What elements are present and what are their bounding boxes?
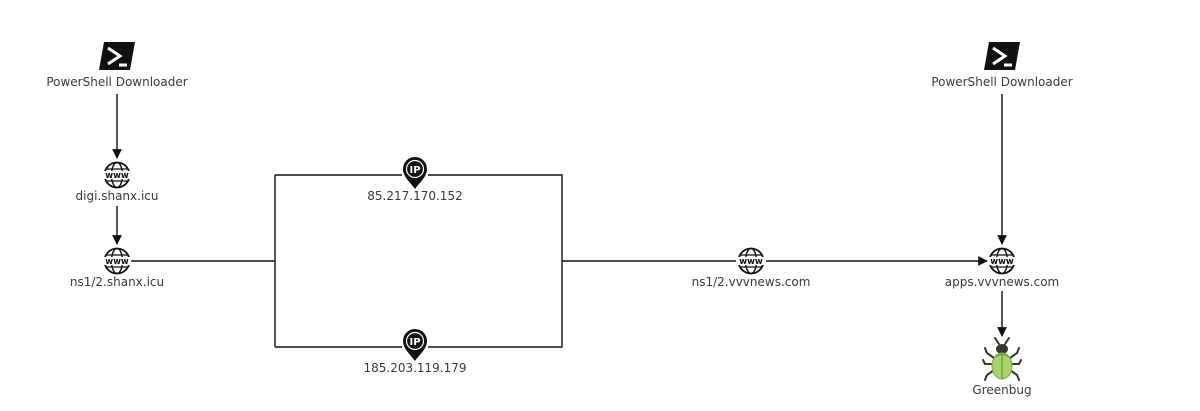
node-label-ns-shanx: ns1/2.shanx.icu [69, 275, 165, 289]
globe-www-icon: www [737, 247, 765, 275]
ip-pin-icon: IP [403, 157, 427, 189]
www-text: www [105, 257, 129, 267]
powershell-icon [99, 42, 135, 70]
node-label-powershell-downloader-right: PowerShell Downloader [931, 75, 1073, 89]
node-label-ip-85: 85.217.170.152 [367, 189, 463, 203]
ip-text: IP [409, 165, 420, 176]
edge-ns-shanx-to-ips [131, 174, 402, 348]
globe-www-icon: www [103, 247, 131, 275]
node-label-ip-185: 185.203.119.179 [363, 361, 467, 375]
powershell-icon [984, 42, 1020, 70]
node-label-powershell-downloader-left: PowerShell Downloader [46, 75, 188, 89]
node-label-digi-shanx: digi.shanx.icu [75, 189, 159, 203]
edges [112, 94, 1007, 348]
ip-pin-icon: IP [403, 329, 427, 361]
bug-icon [982, 337, 1022, 381]
www-text: www [990, 257, 1014, 267]
globe-www-icon: www [988, 247, 1016, 275]
node-label-greenbug: Greenbug [972, 383, 1032, 397]
www-text: www [105, 171, 129, 181]
ip-text: IP [409, 337, 420, 348]
node-label-ns-vvvnews: ns1/2.vvvnews.com [691, 275, 811, 289]
node-label-apps-vvvnews: apps.vvvnews.com [944, 275, 1060, 289]
www-text: www [739, 257, 763, 267]
globe-www-icon: www [103, 161, 131, 189]
edge-ips-to-ns-vvv [428, 174, 736, 348]
